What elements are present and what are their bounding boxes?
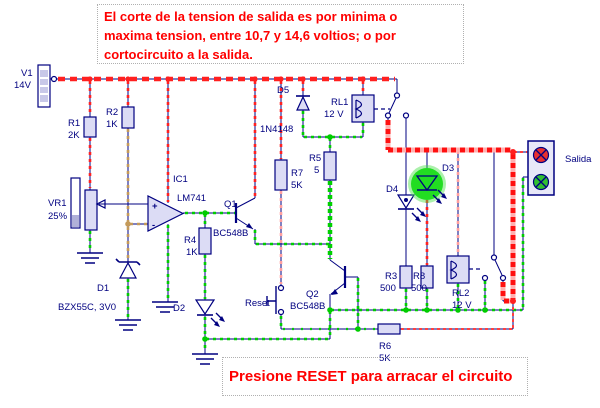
rl1-coil-symbol [354, 99, 363, 119]
resistor-r3[interactable] [399, 265, 413, 289]
resistor-r5[interactable] [323, 151, 337, 181]
vr1-wiper-arrow [95, 199, 106, 209]
resistor-r2[interactable] [121, 106, 135, 129]
label-r5-value: 5 [314, 165, 319, 176]
label-r4: R4 [184, 235, 196, 246]
label-d1: D1 [97, 283, 109, 294]
rl2-coil-symbol [449, 260, 458, 280]
relay-coil-rl2[interactable] [446, 255, 470, 284]
label-d5-value: 1N4148 [260, 124, 293, 135]
label-q2-value: BC548B [290, 301, 325, 312]
ground-opamp [152, 301, 178, 313]
label-rl1-value: 12 V [324, 109, 344, 120]
relay-coil-rl1[interactable] [351, 94, 375, 123]
label-d2: D2 [173, 303, 185, 314]
relay-rl1-contacts[interactable] [384, 92, 410, 119]
potentiometer-vr1[interactable] [70, 177, 106, 231]
label-r8-value: 500 [411, 283, 427, 294]
output-terminal-salida[interactable] [527, 140, 555, 196]
diode-d5[interactable] [296, 95, 310, 111]
label-rl2-value: 12 V [452, 300, 472, 311]
resistor-r4[interactable] [198, 227, 212, 255]
banner-bottom-text: Presione RESET para arracar el circuito [229, 368, 513, 385]
led-d2[interactable] [194, 299, 225, 327]
led-d4[interactable] [396, 194, 426, 222]
label-v1-value: 14V [14, 80, 32, 91]
label-r3: R3 [385, 271, 397, 282]
zener-d1[interactable] [115, 258, 141, 279]
led-d4-dot [404, 198, 408, 202]
label-r8: R8 [413, 271, 425, 282]
label-r1: R1 [68, 118, 80, 129]
label-rl2: RL2 [452, 288, 469, 299]
label-r7-value: 5K [291, 180, 303, 191]
instruction-banner-top: El corte de la tension de salida es por … [97, 4, 464, 64]
component-labels: V1 14V R1 2K R2 1K VR1 25% D1 BZX55C, 3V… [14, 68, 592, 364]
resistor-r1[interactable] [83, 116, 97, 138]
resistor-r7[interactable] [274, 159, 288, 191]
vr1-gauge [70, 177, 81, 229]
label-q1-value: BC548B [213, 228, 248, 239]
instruction-banner-bottom: Presione RESET para arracar el circuito [222, 357, 528, 396]
label-v1: V1 [21, 68, 33, 79]
label-q2: Q2 [306, 289, 319, 300]
label-ic1: IC1 [173, 174, 188, 185]
reset-actuator [266, 286, 277, 314]
ground-vr1 [77, 252, 103, 264]
banner-top-line2: maxima tension, entre 10,7 y 14,6 voltio… [104, 28, 396, 43]
led-d3-lit[interactable] [408, 165, 447, 204]
transistor-q2[interactable] [331, 266, 347, 295]
label-r2-value: 1K [106, 119, 118, 130]
label-r4-value: 1K [186, 247, 198, 258]
label-q1: Q1 [224, 199, 237, 210]
label-r3-value: 500 [380, 283, 396, 294]
label-r7: R7 [291, 168, 303, 179]
label-ic1-value: LM741 [177, 193, 206, 204]
reset-switch[interactable] [266, 284, 285, 316]
junction-dots [87, 76, 516, 342]
ground-d2 [192, 353, 218, 365]
opamp-ic1[interactable]: + - [147, 195, 185, 232]
label-vr1: VR1 [48, 198, 66, 209]
q1-emitter-arrow [246, 223, 253, 229]
label-r6: R6 [379, 341, 391, 352]
opamp-plus-input: + [152, 201, 158, 212]
banner-top-line1: El corte de la tension de salida es por … [104, 9, 398, 24]
led-d3-body [411, 168, 443, 200]
opamp-minus-input: - [152, 220, 155, 231]
vr1-gauge-fill [72, 215, 79, 227]
ground-symbols [77, 252, 218, 365]
label-salida: Salida [565, 154, 592, 165]
q2-emitter-arrow [331, 289, 338, 295]
label-r1-value: 2K [68, 130, 80, 141]
label-r2: R2 [106, 107, 118, 118]
label-r5: R5 [309, 153, 321, 164]
label-rl1: RL1 [331, 97, 348, 108]
resistor-r6[interactable] [377, 323, 401, 335]
resistor-r8[interactable] [420, 265, 434, 289]
label-d5: D5 [277, 85, 289, 96]
label-d4: D4 [386, 184, 398, 195]
battery-v1[interactable] [37, 64, 58, 108]
label-d1-value: BZX55C, 3V0 [58, 302, 116, 313]
relay-rl2-contacts[interactable] [481, 254, 507, 282]
ground-d1 [115, 319, 141, 331]
banner-top-line3: cortocircuito a la salida. [104, 47, 253, 62]
battery-terminal [50, 75, 58, 83]
current-flow-overlays [58, 76, 527, 352]
transistor-q1[interactable] [234, 203, 253, 229]
label-vr1-value: 25% [48, 211, 68, 222]
label-r6-value: 5K [379, 353, 391, 364]
label-d3: D3 [442, 163, 454, 174]
label-reset: Reset [245, 298, 270, 309]
